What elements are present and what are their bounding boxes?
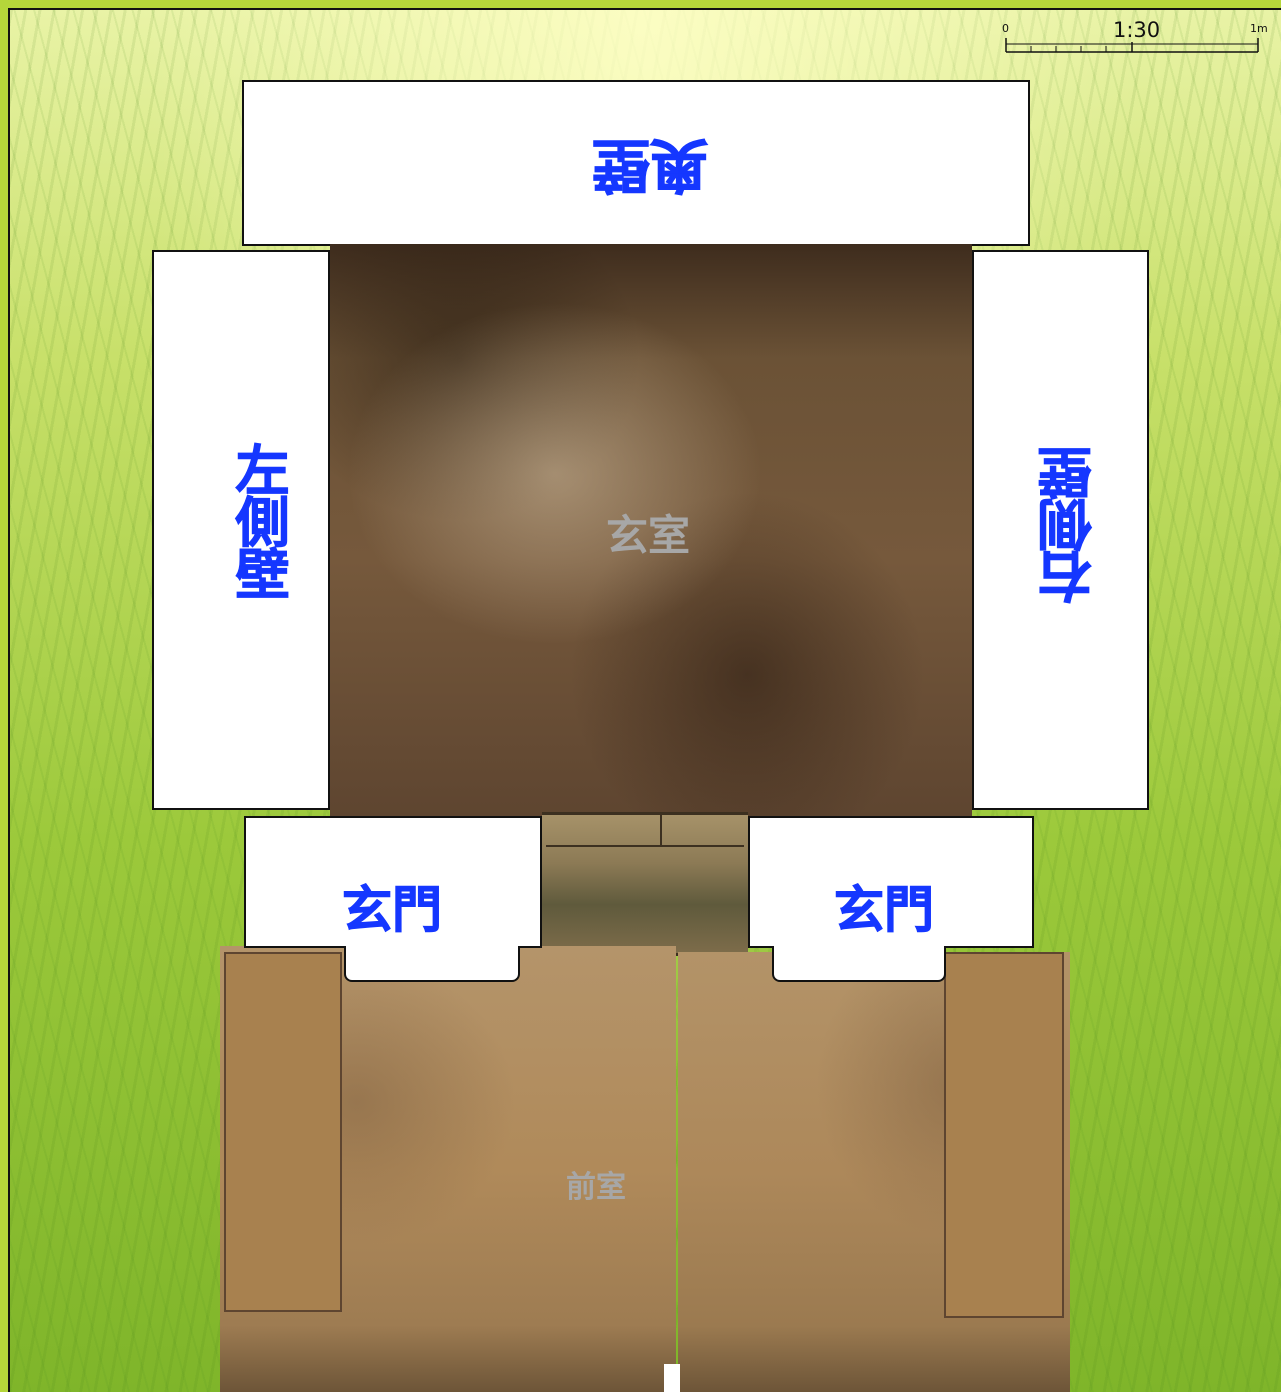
back-wall-label: 奥壁: [592, 131, 709, 200]
front-chamber-gap: [664, 1364, 680, 1392]
back-wall-panel: 奥壁: [242, 80, 1030, 246]
front-chamber-right-slab: [678, 952, 1070, 1392]
front-chamber-left-slab: [220, 946, 676, 1392]
scale-end-label: 1m: [1250, 22, 1268, 35]
scale-zero-label: 0: [1002, 22, 1009, 35]
front-chamber-label: 前室: [566, 1170, 626, 1205]
right-wall-panel: 右側壁: [972, 250, 1149, 810]
front-chamber-left-bench: [224, 952, 342, 1312]
scale-bar: 0 1:30 1m: [1000, 16, 1270, 56]
left-gate-panel: 玄門: [244, 816, 542, 948]
front-chamber-right-bench: [944, 952, 1064, 1318]
right-gate-panel: 玄門: [748, 816, 1034, 948]
right-wall-label: 右側壁: [1038, 448, 1102, 605]
burial-chamber-floor: 玄室: [330, 244, 972, 818]
left-gate-label: 玄門: [342, 881, 443, 940]
scale-ruler: [1005, 38, 1259, 53]
right-gate-notch: [772, 946, 946, 982]
left-wall-panel: 左側壁: [152, 250, 330, 810]
burial-chamber-label: 玄室: [606, 511, 691, 560]
right-gate-label: 玄門: [834, 881, 935, 940]
left-wall-label: 左側壁: [226, 442, 290, 599]
scale-ratio-label: 1:30: [1113, 18, 1161, 42]
left-gate-notch: [344, 946, 520, 982]
gate-stone-block: [542, 812, 748, 956]
